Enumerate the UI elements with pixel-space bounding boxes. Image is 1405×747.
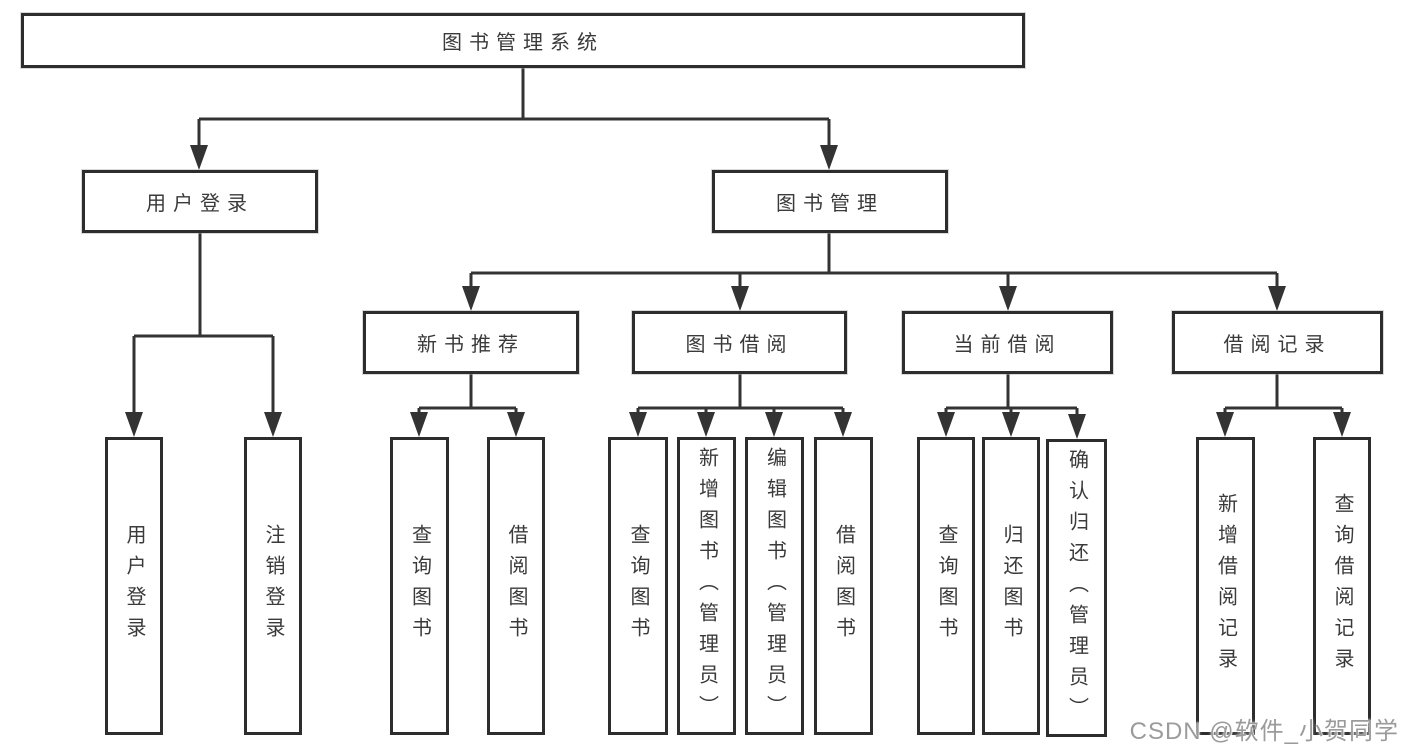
leaf-label: 用户登录: [123, 524, 145, 648]
node-book-borrow: 图书借阅: [632, 311, 847, 374]
arrow-down-icon: [731, 286, 749, 311]
arrow-down-icon: [629, 412, 647, 437]
arrow-down-icon: [1002, 412, 1020, 437]
arrow-down-icon: [937, 412, 955, 437]
leaf-label: 归还图书: [1000, 524, 1022, 648]
leaf-logout: 注销登录: [244, 437, 302, 735]
arrow-down-icon: [1068, 414, 1086, 439]
arrow-down-icon: [125, 412, 143, 437]
node-new-book-recommend: 新书推荐: [363, 311, 579, 374]
arrow-down-icon: [190, 145, 208, 170]
leaf-borrow-borrow-books: 借阅图书: [814, 437, 873, 735]
node-user-login: 用户登录: [82, 170, 318, 233]
arrow-down-icon: [697, 412, 715, 437]
leaf-label: 查询图书: [935, 524, 957, 648]
arrow-down-icon: [1268, 286, 1286, 311]
arrow-down-icon: [1216, 412, 1234, 437]
leaf-label: 查询图书: [627, 524, 649, 648]
leaf-label: 新增借阅记录: [1214, 493, 1237, 679]
leaf-label: 新增图书（管理员）: [695, 446, 718, 726]
arrow-down-icon: [834, 412, 852, 437]
connector-root-to-level2: [197, 68, 831, 150]
leaf-newbooks-query-books: 查询图书: [390, 437, 449, 735]
leaf-label: 编辑图书（管理员）: [763, 446, 786, 726]
node-root-library-system: 图书管理系统: [21, 13, 1025, 68]
arrow-down-icon: [264, 412, 282, 437]
connector-bookborrow-to-leaves: [636, 374, 845, 418]
connector-mgmt-to-level3: [469, 233, 1279, 292]
leaf-current-return-books: 归还图书: [982, 437, 1040, 735]
leaf-label: 借阅图书: [505, 524, 527, 648]
leaf-label: 确认归还（管理员）: [1065, 448, 1088, 728]
leaf-borrow-edit-books-admin: 编辑图书（管理员）: [745, 437, 804, 735]
leaf-records-query-record: 查询借阅记录: [1313, 437, 1371, 735]
connector-newbooks-to-leaves: [417, 374, 518, 418]
leaf-label: 注销登录: [262, 524, 284, 648]
leaf-newbooks-borrow-books: 借阅图书: [487, 437, 545, 735]
leaf-borrow-query-books: 查询图书: [608, 437, 668, 735]
arrow-down-icon: [1333, 412, 1351, 437]
arrow-down-icon: [820, 145, 838, 170]
arrow-down-icon: [462, 286, 480, 311]
leaf-current-confirm-return-admin: 确认归还（管理员）: [1046, 439, 1107, 737]
node-borrow-records: 借阅记录: [1172, 311, 1383, 374]
leaf-records-add-record: 新增借阅记录: [1196, 437, 1255, 735]
connector-paths: [132, 68, 1344, 420]
leaf-user-login: 用户登录: [105, 437, 163, 735]
node-book-management: 图书管理: [712, 170, 948, 233]
leaf-borrow-add-books-admin: 新增图书（管理员）: [677, 437, 736, 735]
leaf-label: 查询借阅记录: [1331, 493, 1353, 679]
csdn-watermark: CSDN @软件_小贺同学: [1129, 718, 1399, 745]
arrow-down-icon: [507, 412, 525, 437]
connector-records-to-leaves: [1223, 374, 1344, 418]
node-current-borrow: 当前借阅: [902, 311, 1113, 374]
arrow-down-icon: [765, 412, 783, 437]
connector-login-to-leaves: [132, 233, 275, 416]
leaf-label: 借阅图书: [832, 524, 855, 648]
leaf-label: 查询图书: [408, 524, 431, 648]
leaf-current-query-books: 查询图书: [917, 437, 975, 735]
arrow-down-icon: [999, 286, 1017, 311]
arrowhead-icons: [125, 145, 1351, 439]
arrow-down-icon: [410, 412, 428, 437]
